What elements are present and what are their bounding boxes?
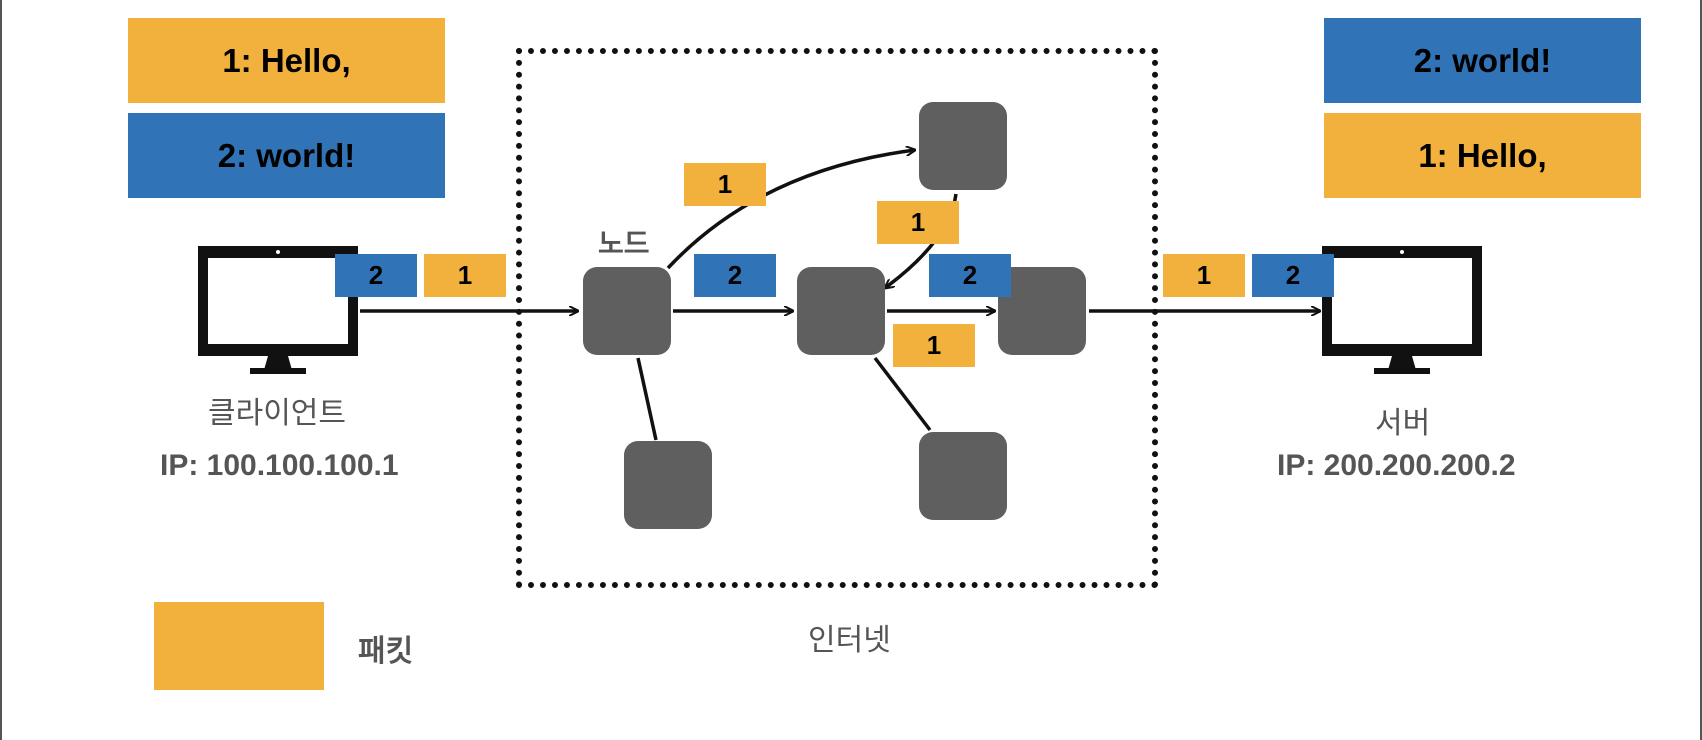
link-node-lower-right	[873, 356, 932, 432]
internet-label: 인터넷	[808, 624, 891, 657]
packet-route-right-blue: 2	[929, 254, 1011, 297]
packet-server-in-1: 1	[1163, 254, 1245, 297]
node-entry	[583, 267, 671, 355]
packet-route-return: 1	[877, 201, 959, 244]
node-top	[919, 102, 1007, 190]
packet-route-upper: 1	[684, 163, 766, 206]
server-message-2: 2: world!	[1324, 18, 1641, 103]
packet-server-in-2: 2	[1252, 254, 1334, 297]
node-label: 노드	[598, 228, 650, 259]
node-bottom-left	[624, 441, 712, 529]
node-bottom-right	[919, 432, 1007, 520]
client-monitor-icon	[198, 246, 358, 374]
client-ip: IP: 100.100.100.1	[160, 449, 399, 482]
client-message-2: 2: world!	[128, 113, 445, 198]
server-ip: IP: 200.200.200.2	[1277, 449, 1516, 482]
server-message-1: 1: Hello,	[1324, 113, 1641, 198]
packet-route-lower: 1	[893, 324, 975, 367]
internet-boundary	[516, 48, 1158, 588]
client-label: 클라이언트	[208, 397, 346, 430]
server-monitor-icon	[1322, 246, 1482, 374]
frame-border-left	[0, 0, 2, 740]
link-route-upper	[666, 150, 915, 270]
node-exit	[998, 267, 1086, 355]
legend-packet-label: 패킷	[358, 635, 414, 668]
frame-border-right	[1700, 0, 1702, 740]
packet-client-out-1: 1	[424, 254, 506, 297]
server-label: 서버	[1375, 407, 1431, 440]
packet-route-mid-blue: 2	[694, 254, 776, 297]
packet-client-out-2: 2	[335, 254, 417, 297]
client-message-1: 1: Hello,	[128, 18, 445, 103]
link-node-lower-left	[636, 357, 658, 441]
node-middle	[797, 267, 885, 355]
legend-packet-swatch	[154, 602, 324, 690]
